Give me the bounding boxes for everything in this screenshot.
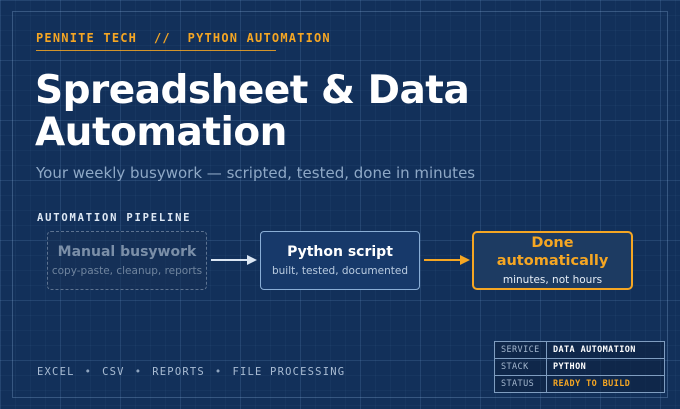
step-subtitle: copy-paste, cleanup, reports: [51, 264, 203, 277]
step-subtitle: built, tested, documented: [271, 264, 408, 277]
arrow-right-icon: [211, 255, 257, 265]
page-subtitle: Your weekly busywork — scripted, tested,…: [36, 164, 476, 182]
step-python-script: Python script built, tested, documented: [260, 231, 420, 290]
info-table: SERVICE DATA AUTOMATION STACK PYTHON STA…: [494, 341, 665, 393]
info-value-service: DATA AUTOMATION: [546, 341, 665, 359]
tag-file-processing: FILE PROCESSING: [232, 366, 346, 378]
info-key-stack: STACK: [494, 358, 547, 376]
step-subtitle: minutes, not hours: [502, 273, 603, 286]
table-row: SERVICE DATA AUTOMATION: [494, 341, 665, 359]
tag-separator: •: [134, 366, 143, 378]
tag-separator: •: [214, 366, 223, 378]
step-manual-busywork: Manual busywork copy-paste, cleanup, rep…: [47, 231, 207, 290]
step-title: Python script: [287, 243, 393, 260]
arrow-right-icon: [424, 255, 470, 265]
info-key-status: STATUS: [494, 375, 547, 393]
step-title: Done automatically: [496, 234, 609, 269]
info-value-status: READY TO BUILD: [546, 375, 665, 393]
brand-eyebrow: PENNITE TECH // PYTHON AUTOMATION: [36, 31, 331, 45]
step-title: Manual busywork: [57, 243, 197, 260]
eyebrow-underline: [36, 50, 276, 51]
page-title: Spreadsheet & Data Automation: [35, 68, 470, 155]
tag-separator: •: [84, 366, 93, 378]
info-key-service: SERVICE: [494, 341, 547, 359]
tag-csv: CSV: [102, 366, 125, 378]
border-frame: [12, 11, 668, 398]
tag-excel: EXCEL: [37, 366, 75, 378]
table-row: STATUS READY TO BUILD: [494, 375, 665, 393]
tag-reports: REPORTS: [152, 366, 205, 378]
pipeline-label: AUTOMATION PIPELINE: [37, 212, 192, 224]
table-row: STACK PYTHON: [494, 358, 665, 376]
tag-list: EXCEL • CSV • REPORTS • FILE PROCESSING: [37, 366, 345, 378]
step-done-automatically: Done automatically minutes, not hours: [472, 231, 633, 290]
info-value-stack: PYTHON: [546, 358, 665, 376]
